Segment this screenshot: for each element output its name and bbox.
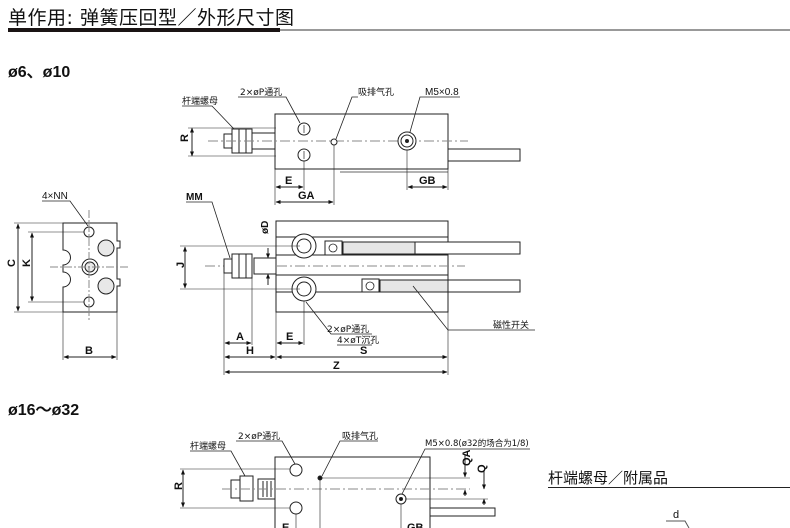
small-side-port-holes-label: 2×øP通孔 [327,324,369,335]
large-top-port-holes-label: 2×øP通孔 [238,431,280,442]
rod-nut [231,253,253,279]
guide-rod [414,241,521,255]
accessory-leader [666,520,690,528]
small-top-port-thread-label: M5×0.8 [425,87,459,98]
dim-GB: GB [419,175,436,187]
switch-screw [324,240,343,256]
small-top-rod-nut-label: 杆端螺母 [182,95,218,107]
large-top-rod-nut-label: 杆端螺母 [190,440,226,452]
title-underline [8,28,280,32]
piston-rod [253,257,277,275]
dim-GB-large: GB [407,522,424,528]
dim-Z: Z [333,360,340,372]
small-end-holes-label: 4×NN [42,191,68,202]
small-side-switch-label: 磁性开关 [493,319,529,331]
large-top-exhaust-label: 吸排气孔 [342,430,378,442]
piston-rod-right [447,148,521,162]
port-hole [97,239,115,257]
piston-rod-right [429,507,496,517]
accessory-dim-d: d [673,509,679,521]
dim-Q: Q [476,464,488,473]
small-top-view [182,96,521,205]
dim-J: J [175,262,187,268]
switch-screw [361,278,380,293]
small-side-thread-label: MM [186,192,203,203]
large-top-port-thread-label: M5×0.8(ø32的场合为1/8) [425,438,529,449]
magnetic-switch [342,241,416,255]
port-hole [289,501,303,515]
dim-E-large: E [282,522,289,528]
accessory-underline [548,487,790,488]
small-side-view [180,201,535,375]
small-end-view [14,200,130,360]
title-underline-gray [280,29,790,31]
small-top-exhaust-label: 吸排气孔 [358,86,394,98]
dim-QA: QA [461,449,473,466]
dim-R-large: R [173,482,185,490]
dim-A: A [236,331,244,343]
dim-H: H [246,345,254,357]
exhaust-hole [330,138,338,146]
page-title: 单作用: 弹簧压回型／外形尺寸图 [8,7,295,29]
dim-R: R [179,134,191,142]
dim-S: S [360,345,367,357]
large-top-view [180,440,530,528]
section-label-small: ø6、ø10 [8,64,71,81]
small-side-counterbore-label: 4×øT沉孔 [337,335,379,346]
small-top-port-holes-label: 2×øP通孔 [240,87,282,98]
port-hole [97,277,115,295]
dim-C: C [6,259,18,267]
magnetic-switch [379,279,449,293]
section-label-large: ø16～ø32 [8,402,80,419]
dim-E: E [285,175,292,187]
dim-B: B [85,345,93,357]
guide-rod [447,279,521,293]
dim-D: øD [260,221,271,234]
dim-K: K [21,259,33,267]
port-hole [289,463,303,477]
dim-E-side: E [286,331,293,343]
accessory-title: 杆端螺母／附属品 [548,469,669,487]
dim-GA: GA [298,190,315,202]
